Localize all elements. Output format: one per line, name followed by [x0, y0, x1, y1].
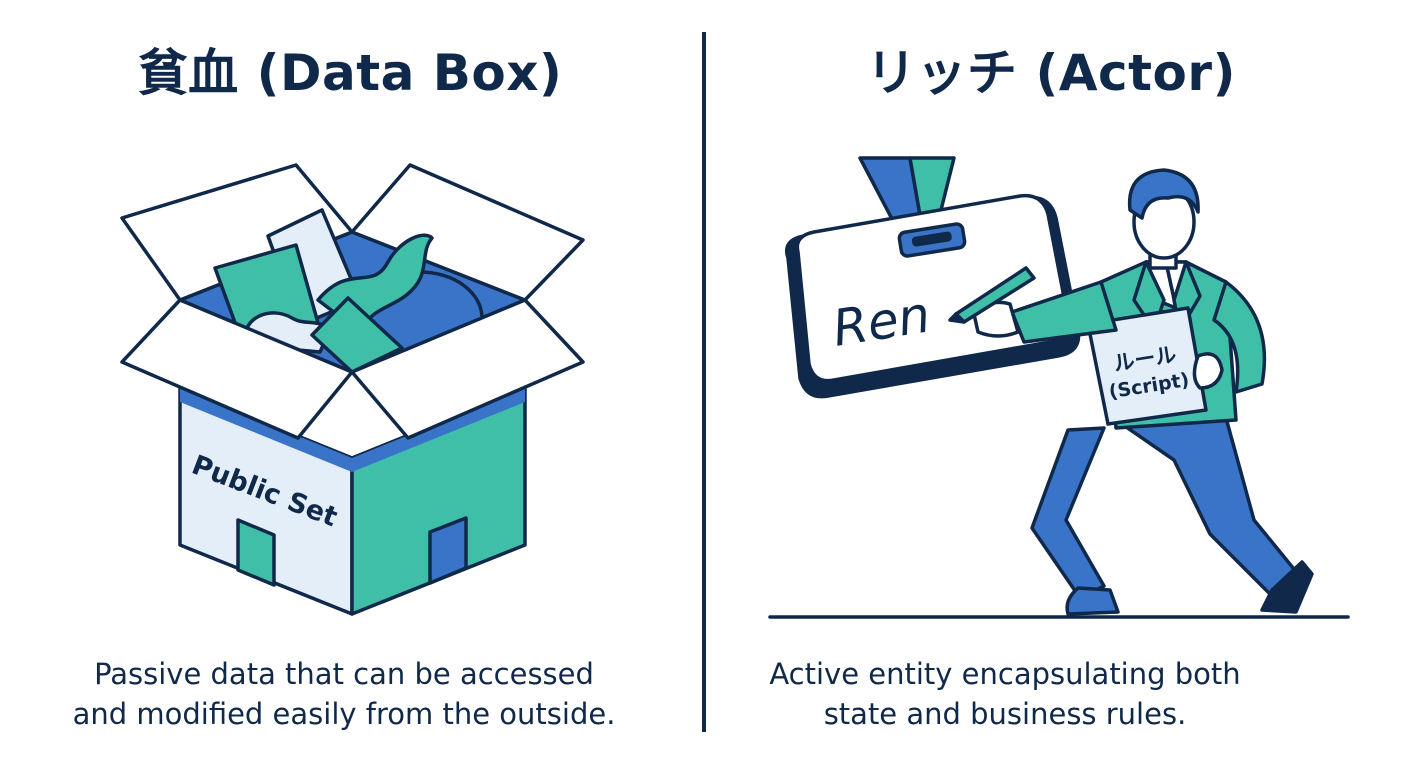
panel-divider	[702, 32, 706, 732]
box-flap-front-left	[120, 298, 354, 440]
name-badge	[785, 193, 1081, 399]
box-flap-back-right	[350, 163, 585, 302]
actor-front-leg	[1114, 416, 1300, 598]
actor-hair	[1127, 168, 1200, 220]
right-panel: リッチ (Actor)	[706, 0, 1408, 768]
right-caption-line-2: state and business rules.	[823, 697, 1187, 731]
box-flap-front-right	[350, 298, 585, 440]
left-caption-line-1: Passive data that can be accessed	[94, 657, 594, 691]
right-panel-caption: Active entity encapsulating both state a…	[654, 654, 1356, 734]
rules-paper	[1086, 306, 1208, 426]
actor-front-shoe	[1260, 560, 1314, 614]
actor-back-arm	[1212, 280, 1267, 394]
open-box-illustration: Public Set	[120, 163, 585, 616]
left-panel: 貧血 (Data Box)	[0, 44, 696, 734]
actor-illustration: Ren ルール (Script)	[768, 156, 1350, 619]
box-door-left	[236, 518, 276, 587]
actor-back-shoe	[1065, 586, 1120, 616]
box-door-right	[428, 516, 468, 585]
actor-hand-right	[1192, 352, 1224, 390]
actor-front-arm	[1010, 280, 1118, 344]
left-caption-line-2: and modified easily from the outside.	[72, 697, 616, 731]
actor-back-leg	[1030, 426, 1106, 600]
right-caption-line-1: Active entity encapsulating both	[769, 657, 1241, 691]
left-panel-title: 貧血 (Data Box)	[137, 44, 563, 102]
left-panel-caption: Passive data that can be accessed and mo…	[0, 654, 696, 734]
right-panel-title: リッチ (Actor)	[866, 44, 1236, 102]
